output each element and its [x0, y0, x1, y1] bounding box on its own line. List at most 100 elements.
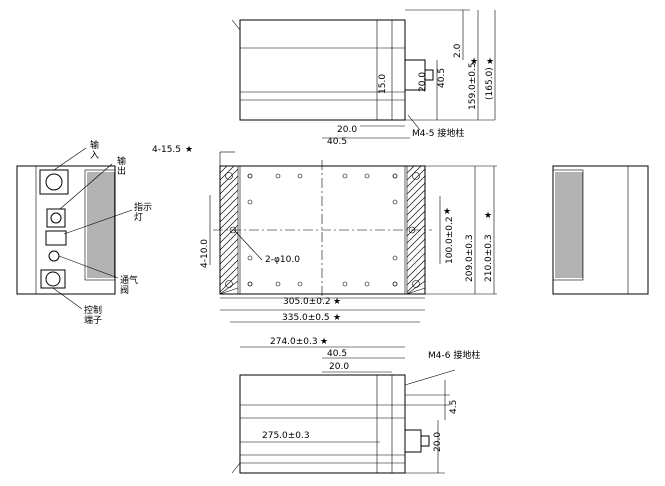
- hatch-line: [219, 266, 239, 286]
- dim-210: 210.0±0.3: [484, 234, 494, 282]
- dim-275: 275.0±0.3: [262, 431, 310, 441]
- dim-20-0-bottom: 20.0: [329, 362, 349, 372]
- mount-hole: [297, 281, 303, 287]
- dim-40-5-bottom: 40.5: [327, 349, 347, 359]
- hatch-line: [219, 175, 239, 195]
- control-label: 控制端子: [84, 304, 102, 326]
- mount-hole: [364, 281, 370, 287]
- hatch-line: [406, 259, 426, 279]
- hatch-line: [219, 165, 228, 174]
- hatch-line: [219, 203, 239, 223]
- flange-hole: [225, 280, 233, 288]
- control-terminal: [40, 269, 66, 289]
- hatch-line: [219, 273, 239, 293]
- hatch-line: [219, 217, 239, 237]
- hatch-line: [406, 165, 415, 174]
- mount-hole: [275, 281, 281, 287]
- top-view: 4-15.5 ★ 4-10.0 2-φ10.0 100.0±0.2 209.0±…: [152, 145, 497, 323]
- hatch-line: [219, 238, 239, 258]
- hatch-line: [406, 189, 426, 209]
- star: ★: [484, 211, 492, 221]
- hatch-line: [406, 168, 426, 188]
- mount-hole: [297, 173, 303, 179]
- input-label: 输入: [90, 139, 99, 161]
- mount-hole: [392, 255, 398, 261]
- bottom-connector: [404, 429, 422, 453]
- hatch-line: [406, 210, 426, 230]
- hatch-line: [406, 217, 426, 237]
- mount-hole: [247, 199, 253, 205]
- flange-hole: [225, 172, 233, 180]
- dim-100: 100.0±0.2: [445, 216, 455, 264]
- mount-hole: [364, 173, 370, 179]
- holes-label: 4-15.5: [152, 145, 181, 155]
- mount-hole: [342, 281, 348, 287]
- bottom-ground-label: M4-6 接地柱: [428, 349, 480, 361]
- indicator-label: 指示灯: [134, 201, 152, 223]
- right-side-view: [552, 165, 649, 295]
- front-view: 2.0 20.0 40.5 15.0 159.0±0.5 (165.0) 20.…: [231, 9, 496, 147]
- hatch-line: [406, 196, 426, 216]
- hatch-line: [406, 245, 426, 265]
- dim-165: (165.0): [485, 67, 495, 100]
- mount-hole: [247, 255, 253, 261]
- bottom-view: 274.0±0.3 ★ 40.5 20.0 M4-6 接地柱 4.5 275.0…: [231, 337, 480, 474]
- hatch-line: [406, 182, 426, 202]
- pin-hole: [408, 226, 416, 234]
- side-label: 4-10.0: [200, 239, 210, 268]
- front-ground-label: M4-5 接地柱: [412, 127, 464, 139]
- star: ★: [185, 145, 193, 155]
- dim-20-0-b: 20.0: [337, 125, 357, 135]
- left-side-view: 输入 输出 指示灯 通气阀 控制端子: [16, 139, 152, 326]
- dim-4-5: 4.5: [449, 400, 459, 414]
- hatch-line: [406, 231, 426, 251]
- mount-hole: [275, 173, 281, 179]
- hatch-line: [406, 287, 426, 295]
- hatch-line: [219, 252, 239, 272]
- dim-274: 274.0±0.3: [270, 337, 318, 347]
- star: ★: [333, 297, 341, 307]
- mount-hole: [392, 173, 398, 179]
- hatch-line: [219, 210, 239, 230]
- dim-305: 305.0±0.2: [283, 297, 331, 307]
- dim-20-0-vertical: 20.0: [433, 432, 443, 452]
- output-label: 输出: [117, 155, 126, 177]
- hatch-line: [406, 266, 426, 286]
- hatch-line: [219, 196, 239, 216]
- pin-hole: [229, 226, 237, 234]
- hatch-line: [219, 231, 239, 251]
- dim-159: 159.0±0.5: [468, 62, 478, 110]
- output-connector: [46, 208, 66, 228]
- star: ★: [486, 57, 494, 67]
- hatch-line: [406, 224, 426, 244]
- hatch-line: [219, 287, 239, 295]
- hatch-line: [406, 273, 426, 293]
- dim-40-5-b: 40.5: [327, 137, 347, 147]
- dim-20-0: 20.0: [418, 72, 428, 92]
- vent-label: 通气阀: [120, 274, 138, 296]
- star: ★: [333, 313, 341, 323]
- dim-209: 209.0±0.3: [465, 234, 475, 282]
- hatch-line: [406, 175, 426, 195]
- star: ★: [470, 57, 478, 67]
- mount-hole: [342, 173, 348, 179]
- indicator-light: [45, 230, 67, 246]
- hatch-line: [219, 168, 239, 188]
- dim-40-5: 40.5: [437, 68, 447, 88]
- hatch-line: [219, 189, 239, 209]
- hatch-line: [406, 238, 426, 258]
- dim-2-0: 2.0: [453, 43, 463, 58]
- dim-15-0: 15.0: [378, 74, 388, 94]
- pin-label: 2-φ10.0: [265, 255, 300, 265]
- hatch-line: [406, 252, 426, 272]
- hatch-line: [219, 224, 239, 244]
- hatch-line: [406, 203, 426, 223]
- hatch-line: [219, 245, 239, 265]
- star: ★: [443, 207, 451, 217]
- dim-335: 335.0±0.5: [282, 313, 330, 323]
- mount-hole: [247, 173, 253, 179]
- hatch-line: [219, 182, 239, 202]
- flange-hole: [412, 172, 420, 180]
- mount-hole: [392, 281, 398, 287]
